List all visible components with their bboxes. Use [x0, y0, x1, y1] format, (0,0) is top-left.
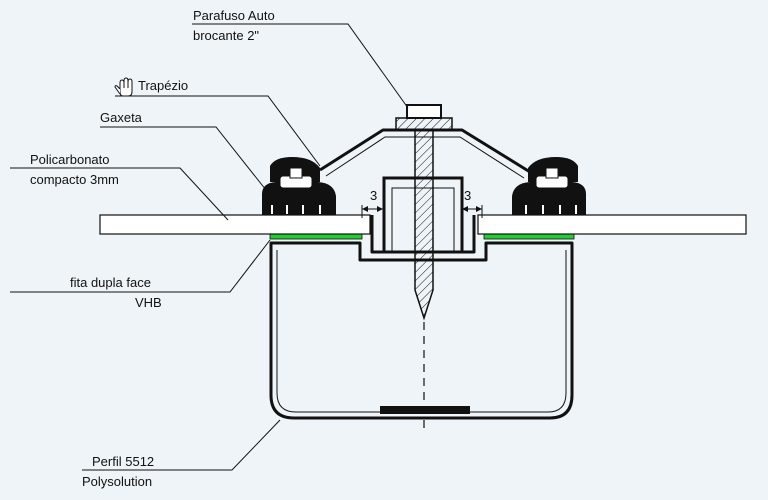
leader-screw: [192, 23, 409, 109]
label-screw-line1: Parafuso Auto: [193, 8, 275, 23]
screw-head: [406, 104, 442, 119]
polycarbonate-sheet-left: [99, 214, 371, 235]
label-gaxeta: Gaxeta: [100, 110, 143, 125]
leader-fita: [10, 239, 271, 293]
perfil-bottom-slot: [380, 406, 470, 414]
label-screw-line2: brocante 2": [193, 28, 259, 43]
gasket-left: [262, 157, 336, 215]
label-fita-line1: fita dupla face: [70, 275, 151, 290]
vhb-tape-left: [269, 233, 363, 240]
screw-washer: [395, 117, 453, 131]
leader-gaxeta: [100, 126, 267, 191]
gasket-right: [512, 157, 586, 215]
dimension-left: 3: [361, 188, 384, 218]
label-policarbonato-line1: Policarbonato: [30, 152, 110, 167]
label-trapezio: Trapézio: [138, 78, 188, 93]
polycarbonate-sheet-right: [477, 214, 747, 235]
leader-trapezio: [115, 95, 321, 167]
label-policarbonato-line2: compacto 3mm: [30, 172, 119, 187]
leader-policarbonato: [10, 167, 229, 221]
perfil-profile: [269, 241, 574, 420]
label-fita-line2: VHB: [135, 295, 162, 310]
vhb-tape-right: [483, 233, 575, 240]
leader-perfil: [82, 419, 281, 471]
label-perfil-line1: Perfil 5512: [92, 454, 154, 469]
label-perfil-line2: Polysolution: [82, 474, 152, 489]
hand-pointer-icon: [114, 77, 133, 97]
screw-shank: [414, 129, 434, 321]
dimension-left-value: 3: [370, 188, 377, 203]
dimension-right-value: 3: [464, 188, 471, 203]
dimension-right: 3: [461, 188, 483, 218]
